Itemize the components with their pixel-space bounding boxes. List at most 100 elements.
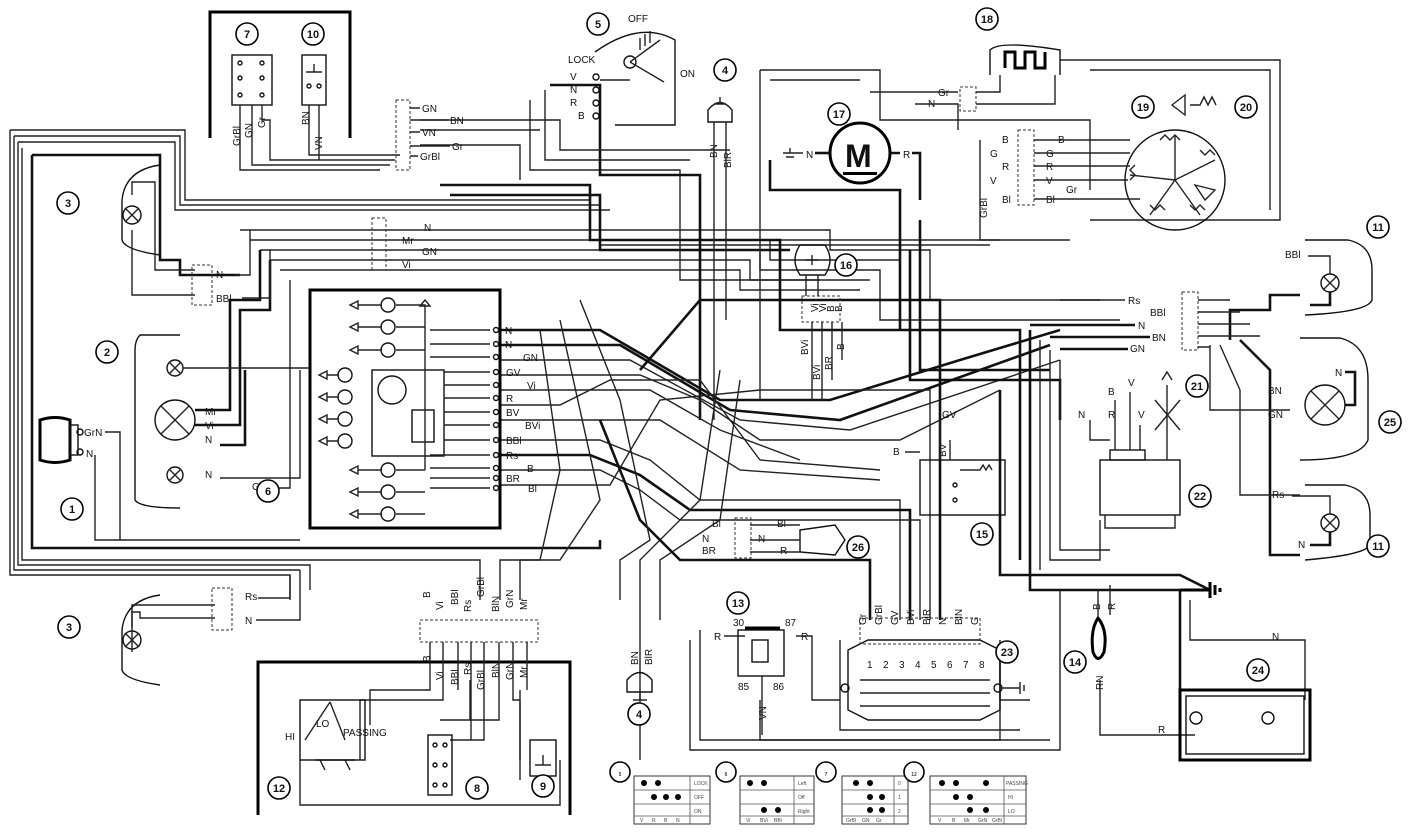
wire-label: B (422, 655, 433, 662)
wire-label: Mr (402, 236, 414, 247)
harness-wires (9, 59, 1306, 806)
wire-label: Mr (519, 598, 530, 610)
svg-text:R: R (652, 818, 656, 824)
callout-3: 3 (56, 191, 80, 215)
svg-text:LO: LO (1008, 809, 1015, 815)
relay-terminal: 85 (738, 682, 750, 693)
wire-label: BBl (450, 669, 461, 685)
callout-21: 21 (1185, 374, 1209, 398)
turn-signal-front-right: BBl (1285, 239, 1373, 316)
callout-8: 8 (465, 776, 489, 800)
switch-table-5: 5 LOCK OFF ON V R B N (609, 761, 711, 825)
wire-label: Bl (1046, 195, 1055, 206)
switch-table-12: 12 PASSING HI LO V B Mr GrN GrBl (903, 761, 1028, 825)
svg-text:Vi: Vi (746, 818, 750, 824)
wire-label: Rs (245, 592, 257, 603)
wire-label: G (990, 149, 998, 160)
turn-signal-rear-right: Rs N (1272, 484, 1371, 561)
clutch-switch: Vi Vi B B BVi BVi BR B (794, 244, 847, 400)
relay-terminal: 86 (773, 682, 785, 693)
callout-9: 9 (531, 774, 555, 798)
wire-label: GN (422, 104, 437, 115)
svg-text:V: V (640, 818, 644, 824)
wire-label: Rs (506, 451, 518, 462)
wire-label: BR (702, 546, 716, 557)
svg-text:Right: Right (798, 809, 810, 815)
wire-label: VN (422, 128, 436, 139)
svg-text:12: 12 (273, 783, 285, 795)
top-connector: GN BN VN Gr GrBl (395, 99, 464, 171)
svg-text:ON: ON (694, 809, 702, 815)
switch-table-6: 6 Left Off Right Vi BVi BBl (715, 761, 815, 825)
ground-symbol (1180, 582, 1222, 598)
callout-3b: 3 (57, 615, 81, 639)
svg-text:7: 7 (825, 772, 828, 778)
wire-label: BlR (723, 152, 734, 168)
wire-label: N (1298, 540, 1305, 551)
switch-block-bottom: B Vi BBl Rs GrBl BlN GrN Mr B Vi BBl Rs … (256, 577, 572, 815)
wire-label: BN (1268, 386, 1282, 397)
callout-15: 15 (970, 522, 994, 546)
svg-text:GrN: GrN (978, 818, 988, 824)
callout-19: 19 (1131, 95, 1155, 119)
dashboard-panel: N N GN GV Vi R BV BVi BBl Rs B BR Bl (308, 288, 540, 530)
switch-on-label: ON (680, 69, 695, 80)
wire-label: N (205, 470, 212, 481)
svg-text:9: 9 (540, 781, 546, 793)
svg-text:17: 17 (833, 109, 845, 121)
wire-label: N (702, 534, 709, 545)
wire-label: B (527, 464, 534, 475)
svg-text:GN: GN (862, 818, 870, 824)
wire-label: R (801, 632, 808, 643)
warning-lamps (317, 297, 396, 522)
horn: GrN N (38, 416, 300, 541)
callout-14: 14 (1063, 650, 1087, 674)
wire-label: Rs (1272, 490, 1284, 501)
wire-label: N (245, 616, 252, 627)
wire-label: GN (422, 247, 437, 258)
wire-label: R (1108, 410, 1115, 421)
wire-label: R (1158, 725, 1165, 736)
callout-4: 4 (713, 58, 737, 82)
callout-13: 13 (726, 591, 750, 615)
wire-label: R (714, 632, 721, 643)
wire-label: GrN (84, 428, 102, 439)
lo-label: LO (316, 719, 330, 730)
wire-label: BV (506, 408, 520, 419)
wire-label: Vi (402, 260, 411, 271)
svg-text:5: 5 (619, 772, 622, 778)
callout-22: 22 (1188, 484, 1212, 508)
wire-label: B (826, 305, 837, 312)
wire-label: GrN (505, 590, 516, 608)
callout-24: 24 (1246, 658, 1270, 682)
wire-label: GV (506, 368, 521, 379)
callout-2: 2 (95, 340, 119, 364)
svg-text:4: 4 (722, 65, 729, 77)
spark-plug (1154, 370, 1181, 440)
callout-18: 18 (975, 7, 999, 31)
ecu-pin: 6 (947, 660, 953, 671)
svg-text:1: 1 (69, 504, 75, 516)
wire-label: B (578, 111, 585, 122)
callout-10: 10 (301, 22, 325, 46)
svg-text:6: 6 (725, 772, 728, 778)
svg-text:1: 1 (898, 795, 901, 801)
wire-label: BVi (525, 421, 540, 432)
wire-label: R (903, 150, 910, 161)
wire-label: BlN (491, 596, 502, 612)
fuse: B R RN (1090, 585, 1118, 690)
wire-label: N (86, 449, 93, 460)
right-connector: Rs BBl N BN GN (1030, 291, 1260, 355)
wire-label: GV (890, 610, 901, 625)
wire-label: Gr (452, 142, 464, 153)
wire-label: Gr (257, 116, 268, 128)
svg-text:14: 14 (1069, 657, 1082, 669)
wire-label: BVi (800, 340, 811, 355)
wire-label: GN (1130, 344, 1145, 355)
wire-label: N (1138, 321, 1145, 332)
wire-label: Bl (1002, 195, 1011, 206)
wire-label: R (1046, 162, 1053, 173)
svg-text:Gr: Gr (876, 818, 882, 824)
